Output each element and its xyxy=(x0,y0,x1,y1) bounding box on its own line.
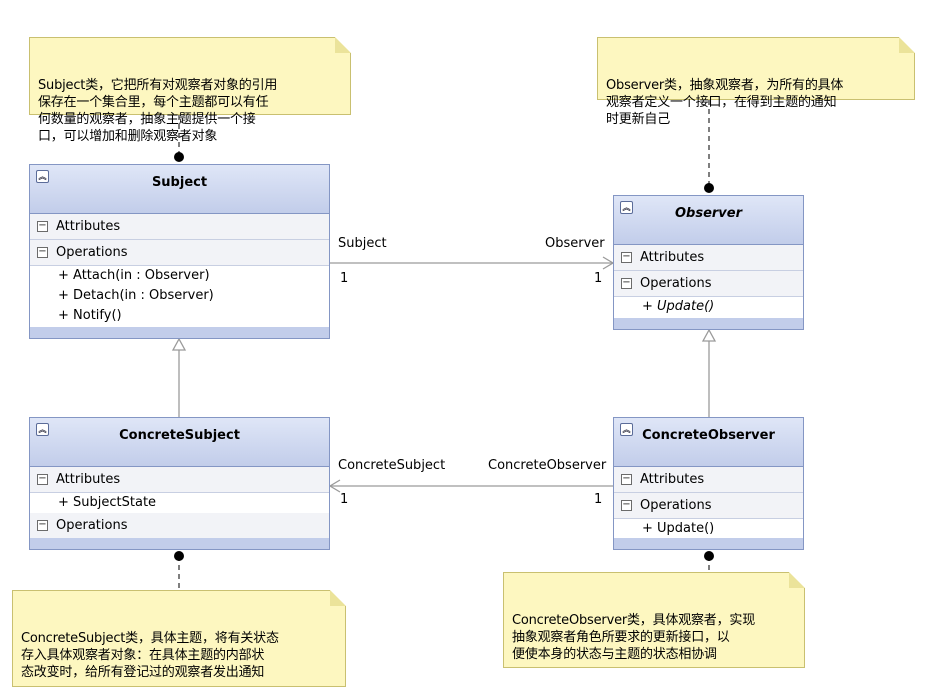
note-anchor-observer xyxy=(704,183,714,193)
subject-note-text: Subject类，它把所有对观察者对象的引用 保存在一个集合里，每个主题都可以有… xyxy=(38,78,278,144)
note-anchor-concrete-observer xyxy=(704,551,714,561)
note-anchor-concrete-subject xyxy=(174,551,184,561)
class-name: Observer xyxy=(674,206,743,221)
operations-label: Operations xyxy=(640,276,712,291)
concrete-observer-note-text: ConcreteObserver类，具体观察者，实现 抽象观察者角色所要求的更新… xyxy=(512,613,756,662)
association-bottom-target-role: ConcreteObserver xyxy=(488,458,607,473)
operation-item[interactable]: + Notify() xyxy=(30,306,329,326)
attributes-section-header[interactable]: − Attributes xyxy=(614,245,803,271)
attributes-label: Attributes xyxy=(56,219,121,234)
observer-note-text: Observer类，抽象观察者，为所有的具体 观察者定义一个接口，在得到主题的通… xyxy=(606,78,844,127)
association-bottom-source-role: ConcreteSubject xyxy=(338,458,446,473)
collapse-chevron-icon[interactable]: ︽ xyxy=(620,201,633,214)
class-footer xyxy=(30,538,329,549)
attributes-section-header[interactable]: − Attributes xyxy=(30,467,329,493)
attributes-section-header[interactable]: − Attributes xyxy=(614,467,803,493)
association-top-source-multiplicity: 1 xyxy=(340,271,349,286)
concrete-observer-note: ConcreteObserver类，具体观察者，实现 抽象观察者角色所要求的更新… xyxy=(503,572,805,668)
class-header: ︽ ConcreteObserver xyxy=(614,418,803,467)
attribute-item[interactable]: + SubjectState xyxy=(30,493,329,513)
collapse-minus-icon[interactable]: − xyxy=(621,277,632,289)
association-bottom-source-multiplicity: 1 xyxy=(340,492,349,507)
note-anchor-subject xyxy=(174,152,184,162)
note-fold-corner xyxy=(330,590,346,606)
operations-section-header[interactable]: − Operations xyxy=(30,513,329,539)
operations-section-header[interactable]: − Operations xyxy=(30,240,329,266)
generalization-subject-triangle xyxy=(171,337,187,351)
class-header: ︽ ConcreteSubject xyxy=(30,418,329,467)
observer-class[interactable]: ︽ Observer − Attributes − Operations + U… xyxy=(613,195,804,330)
association-bottom-arrowhead xyxy=(328,479,341,493)
class-footer xyxy=(30,327,329,338)
collapse-minus-icon[interactable]: − xyxy=(621,473,632,485)
operation-item[interactable]: + Update() xyxy=(614,519,803,539)
concrete-subject-note: ConcreteSubject类，具体主题，将有关状态 存入具体观察者对象：在具… xyxy=(12,590,346,687)
class-header: ︽ Observer xyxy=(614,196,803,245)
operations-section-header[interactable]: − Operations xyxy=(614,493,803,519)
association-top-target-role: Observer xyxy=(545,236,605,251)
operation-item[interactable]: + Update() xyxy=(614,297,803,317)
observer-note: Observer类，抽象观察者，为所有的具体 观察者定义一个接口，在得到主题的通… xyxy=(597,37,915,127)
note-fold-corner xyxy=(335,37,351,53)
note-fold-corner xyxy=(789,572,805,588)
generalization-observer-triangle xyxy=(701,328,717,342)
attributes-section-header[interactable]: − Attributes xyxy=(30,214,329,240)
note-fold-corner xyxy=(899,37,915,53)
attributes-label: Attributes xyxy=(640,250,705,265)
collapse-minus-icon[interactable]: − xyxy=(37,220,48,232)
collapse-chevron-icon[interactable]: ︽ xyxy=(620,423,633,436)
association-bottom-target-multiplicity: 1 xyxy=(594,492,603,507)
attributes-label: Attributes xyxy=(640,472,705,487)
class-header: ︽ Subject xyxy=(30,165,329,214)
concrete-subject-class[interactable]: ︽ ConcreteSubject − Attributes + Subject… xyxy=(29,417,330,550)
operation-item[interactable]: + Detach(in : Observer) xyxy=(30,286,329,306)
operations-label: Operations xyxy=(56,518,128,533)
collapse-chevron-icon[interactable]: ︽ xyxy=(36,170,49,183)
attributes-label: Attributes xyxy=(56,472,121,487)
subject-class[interactable]: ︽ Subject − Attributes − Operations + At… xyxy=(29,164,330,339)
operations-label: Operations xyxy=(56,245,128,260)
operations-label: Operations xyxy=(640,498,712,513)
association-top-target-multiplicity: 1 xyxy=(594,271,603,286)
subject-note: Subject类，它把所有对观察者对象的引用 保存在一个集合里，每个主题都可以有… xyxy=(29,37,351,144)
class-name: Subject xyxy=(151,175,208,190)
collapse-minus-icon[interactable]: − xyxy=(621,499,632,511)
association-top-source-role: Subject xyxy=(338,236,387,251)
collapse-chevron-icon[interactable]: ︽ xyxy=(36,423,49,436)
concrete-subject-note-text: ConcreteSubject类，具体主题，将有关状态 存入具体观察者对象：在具… xyxy=(21,631,279,680)
operation-item[interactable]: + Attach(in : Observer) xyxy=(30,266,329,286)
class-footer xyxy=(614,538,803,549)
class-name: ConcreteSubject xyxy=(119,428,240,443)
concrete-observer-class[interactable]: ︽ ConcreteObserver − Attributes − Operat… xyxy=(613,417,804,550)
collapse-minus-icon[interactable]: − xyxy=(37,473,48,485)
collapse-minus-icon[interactable]: − xyxy=(621,251,632,263)
collapse-minus-icon[interactable]: − xyxy=(37,246,48,258)
collapse-minus-icon[interactable]: − xyxy=(37,519,48,531)
operations-section-header[interactable]: − Operations xyxy=(614,271,803,297)
class-footer xyxy=(614,318,803,329)
class-name: ConcreteObserver xyxy=(642,428,775,443)
